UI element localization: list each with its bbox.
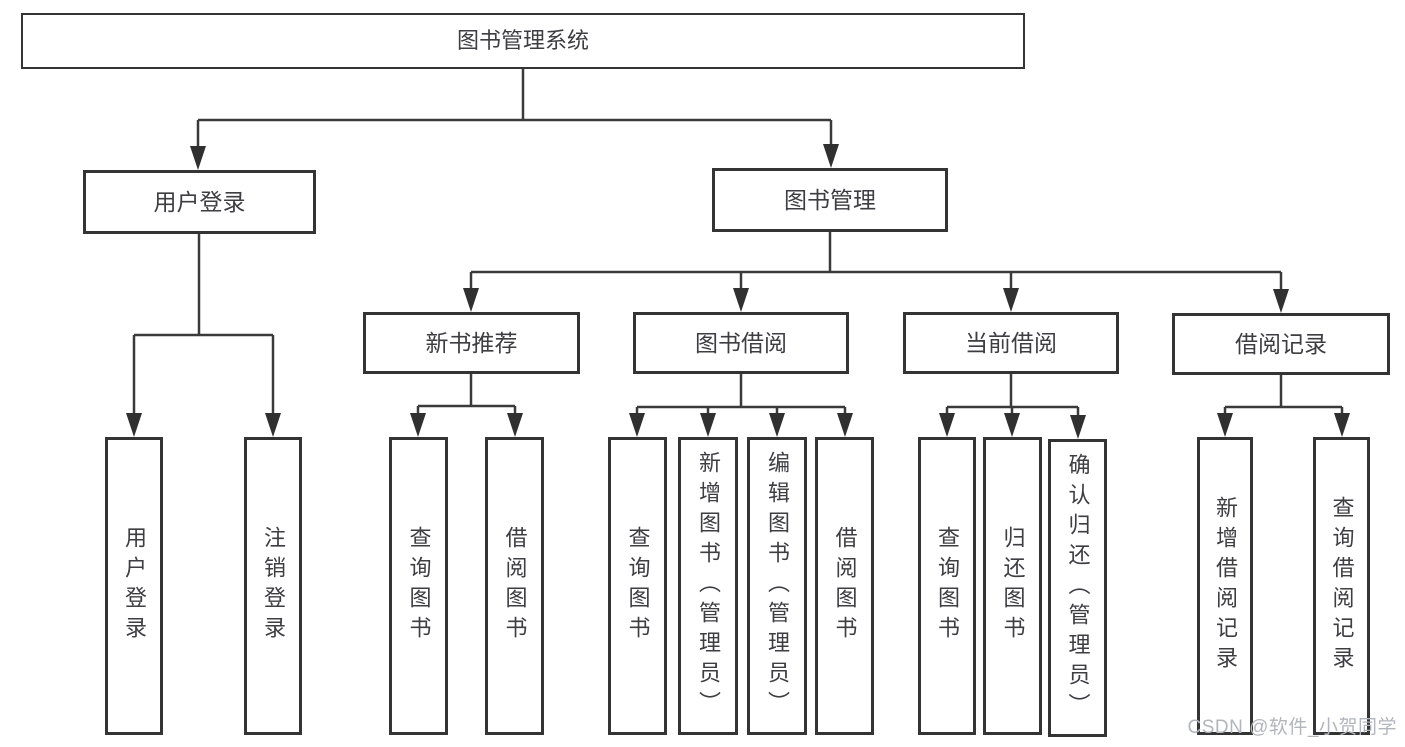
leaf-query-borrow-record-label: 查询借阅记录 [1329,496,1355,676]
leaf-query-books-current: 查询图书 [918,437,976,735]
leaf-edit-books-admin-label: 编辑图书（管理员） [765,451,790,721]
leaf-user-login-label: 用户登录 [122,526,147,646]
leaf-confirm-return-admin-label: 确认归还（管理员） [1065,453,1091,723]
leaf-query-books-recommend: 查询图书 [389,437,448,735]
csdn-watermark: CSDN @软件_小贺同学 [1187,717,1397,738]
leaf-query-books-recommend-label: 查询图书 [406,526,432,646]
node-new-book-recommend-label: 新书推荐 [425,329,518,356]
leaf-add-borrow-record-label: 新增借阅记录 [1213,496,1238,676]
node-book-management-label: 图书管理 [784,186,876,213]
node-root-label: 图书管理系统 [456,28,589,53]
node-book-borrow-label: 图书借阅 [695,329,787,356]
leaf-query-books-borrow-label: 查询图书 [625,526,651,646]
node-borrow-records: 借阅记录 [1172,313,1390,375]
leaf-borrow-books-recommend-label: 借阅图书 [502,526,528,646]
node-book-borrow: 图书借阅 [633,312,849,374]
leaf-query-borrow-record: 查询借阅记录 [1313,437,1370,735]
node-root-system: 图书管理系统 [21,13,1025,69]
node-user-login-label: 用户登录 [153,188,246,215]
leaf-logout-label: 注销登录 [261,526,286,646]
node-current-borrow-label: 当前借阅 [965,329,1057,356]
arrowheads [126,144,1350,439]
leaf-borrow-books: 借阅图书 [815,437,874,735]
leaf-confirm-return-admin: 确认归还（管理员） [1048,439,1107,737]
leaf-add-borrow-record: 新增借阅记录 [1197,437,1253,735]
node-new-book-recommend: 新书推荐 [363,312,580,374]
node-current-borrow: 当前借阅 [903,312,1119,374]
node-book-management: 图书管理 [712,168,948,232]
leaf-edit-books-admin: 编辑图书（管理员） [747,437,807,735]
leaf-return-books-label: 归还图书 [1000,526,1026,646]
node-borrow-records-label: 借阅记录 [1235,330,1327,357]
leaf-return-books: 归还图书 [983,437,1042,735]
leaf-query-books-borrow: 查询图书 [608,437,667,735]
leaf-query-books-current-label: 查询图书 [935,526,960,646]
node-user-login: 用户登录 [83,170,316,234]
leaf-logout: 注销登录 [244,437,302,735]
leaf-add-books-admin-label: 新增图书（管理员） [696,451,721,721]
leaf-borrow-books-label: 借阅图书 [832,526,858,646]
leaf-add-books-admin: 新增图书（管理员） [678,437,738,735]
leaf-borrow-books-recommend: 借阅图书 [485,437,544,735]
leaf-user-login: 用户登录 [105,437,163,735]
